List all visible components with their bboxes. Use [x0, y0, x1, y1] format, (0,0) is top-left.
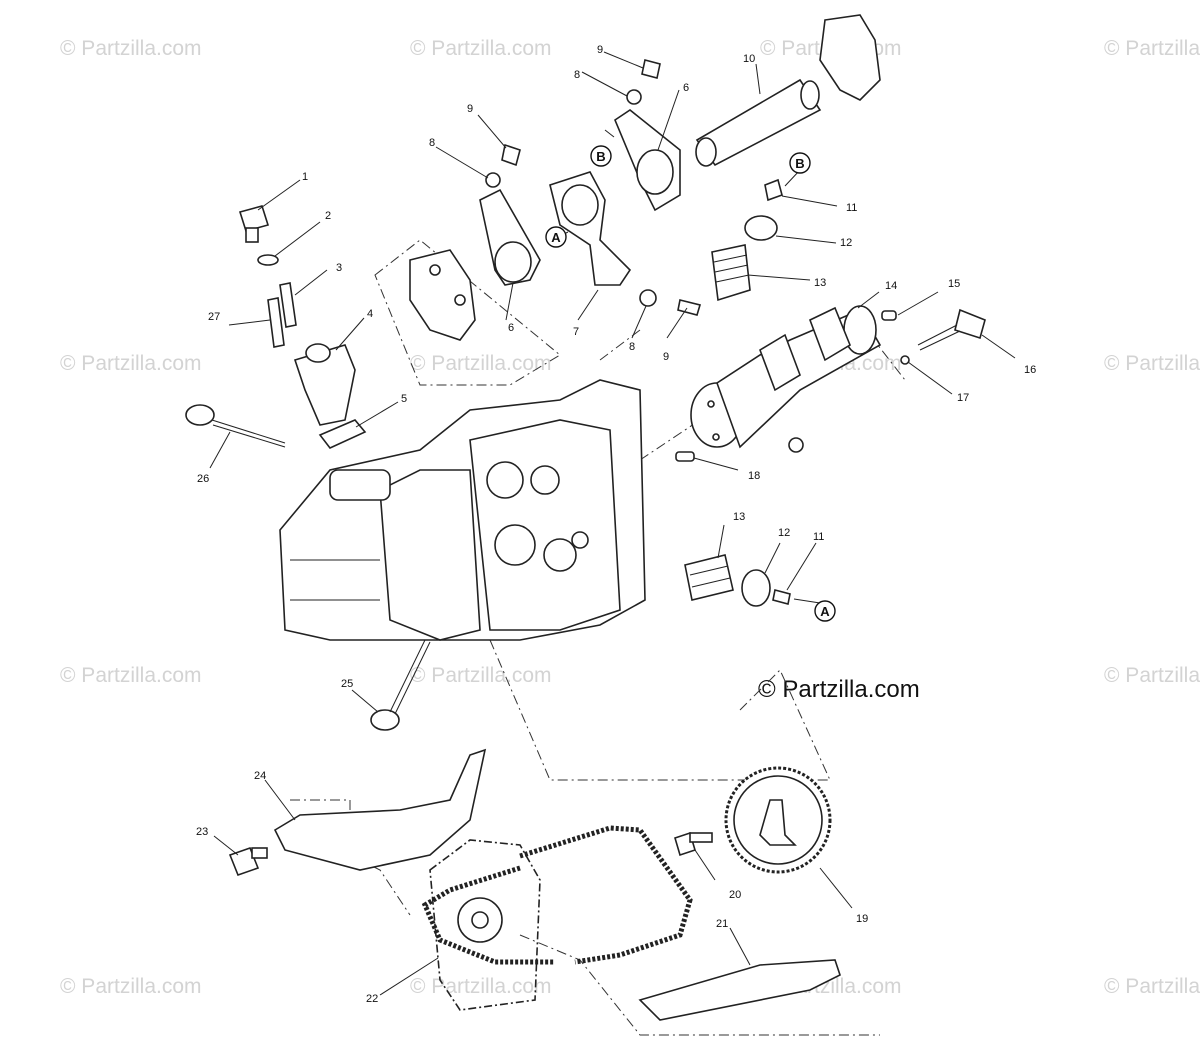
reference-tag-b: B — [789, 152, 811, 174]
bolt — [238, 205, 270, 232]
svg-text:B: B — [795, 156, 804, 171]
watermark: © Partzilla.com — [1104, 352, 1200, 375]
valve-keeper-lower — [772, 589, 791, 605]
rocker-shaft — [695, 78, 822, 167]
adjuster-screw — [641, 59, 661, 79]
svg-text:B: B — [596, 149, 605, 164]
washer — [257, 254, 279, 266]
callout-22: 22 — [366, 993, 378, 1005]
callout-3: 3 — [336, 262, 342, 274]
valve-keeper — [764, 178, 783, 202]
valve-spring — [711, 244, 751, 302]
callout-17: 17 — [957, 392, 969, 404]
callout-8c: 8 — [629, 341, 635, 353]
adjuster-screw — [501, 143, 521, 167]
watermark: © Partzilla.com — [60, 975, 202, 998]
assembly-guide-top — [374, 239, 561, 386]
callout-13a: 13 — [814, 277, 826, 289]
svg-text:A: A — [820, 604, 830, 619]
watermark: © Partzilla.com — [1104, 664, 1200, 687]
watermark: © Partzilla.com — [410, 664, 552, 687]
callout-9c: 9 — [663, 351, 669, 363]
bolt — [267, 297, 285, 348]
callout-9b: 9 — [597, 44, 603, 56]
rocker-arm-center — [549, 171, 632, 286]
support-bracket-top — [819, 14, 881, 101]
callout-2: 2 — [325, 210, 331, 222]
adjuster-screw — [677, 299, 702, 316]
callout-16: 16 — [1024, 364, 1036, 376]
spring-clip — [900, 355, 910, 365]
watermark: © Partzilla.com — [60, 352, 202, 375]
callout-14: 14 — [885, 280, 897, 292]
intake-valve — [185, 404, 286, 448]
callout-19: 19 — [856, 913, 868, 925]
callout-12b: 12 — [778, 527, 790, 539]
rocker-support-block — [409, 249, 476, 341]
callout-26: 26 — [197, 473, 209, 485]
decompressor-shaft — [917, 308, 986, 351]
callout-18: 18 — [748, 470, 760, 482]
callout-15: 15 — [948, 278, 960, 290]
reference-tag-a: A — [545, 226, 567, 248]
watermark: © Partzilla.com — [60, 664, 202, 687]
callout-8a: 8 — [429, 137, 435, 149]
reference-tag-b: B — [590, 145, 612, 167]
watermark: © Partzilla.com — [1104, 37, 1200, 60]
cam-chain — [421, 825, 693, 965]
rocker-arm-right — [614, 109, 681, 212]
chain-tensioner-body — [293, 343, 356, 426]
cylinder-head — [279, 379, 646, 641]
chain-guide — [638, 959, 841, 1021]
cam-sprocket — [724, 766, 832, 874]
callout-27: 27 — [208, 311, 220, 323]
assembly-guide-sprocket — [489, 639, 831, 781]
spring-retainer-lower — [741, 569, 771, 607]
crank-sprocket — [457, 897, 503, 943]
watermark: © Partzilla.com — [410, 975, 552, 998]
lock-nut — [639, 289, 657, 307]
rocker-arm-left — [479, 188, 541, 286]
watermark: © Partzilla.com — [410, 37, 552, 60]
svg-text:A: A — [551, 230, 561, 245]
callout-11a: 11 — [846, 202, 857, 214]
pin — [675, 451, 695, 462]
watermark: © Partzilla.com — [60, 37, 202, 60]
callout-8b: 8 — [574, 69, 580, 81]
spring-retainer — [744, 215, 778, 241]
callout-6a: 6 — [508, 322, 514, 334]
leader-lines — [209, 51, 1016, 996]
callout-12a: 12 — [840, 237, 852, 249]
callout-11b: 11 — [813, 531, 824, 543]
callout-10: 10 — [743, 53, 755, 65]
callout-21: 21 — [716, 918, 728, 930]
watermark: © Partzilla.com — [410, 352, 552, 375]
stud — [279, 282, 297, 328]
camshaft — [690, 305, 882, 449]
callout-23: 23 — [196, 826, 208, 838]
assembly-guide-chain — [519, 934, 880, 1036]
callout-4: 4 — [367, 308, 373, 320]
tensioner-gasket — [318, 419, 367, 449]
small-nut — [788, 437, 804, 453]
lock-nut — [626, 89, 642, 105]
callout-20: 20 — [729, 889, 741, 901]
lock-nut — [485, 172, 501, 188]
exhaust-valve — [370, 639, 431, 731]
callout-7: 7 — [573, 326, 579, 338]
callout-1: 1 — [302, 171, 308, 183]
watermark: © Partzilla.com — [1104, 975, 1200, 998]
callout-9a: 9 — [467, 103, 473, 115]
valve-spring-lower — [684, 554, 734, 601]
callout-24: 24 — [254, 770, 266, 782]
callout-6b: 6 — [683, 82, 689, 94]
callout-13b: 13 — [733, 511, 745, 523]
tensioner-blade — [273, 748, 487, 871]
callout-5: 5 — [401, 393, 407, 405]
callout-25: 25 — [341, 678, 353, 690]
dowel-pin — [881, 310, 897, 321]
reference-tag-a: A — [814, 600, 836, 622]
